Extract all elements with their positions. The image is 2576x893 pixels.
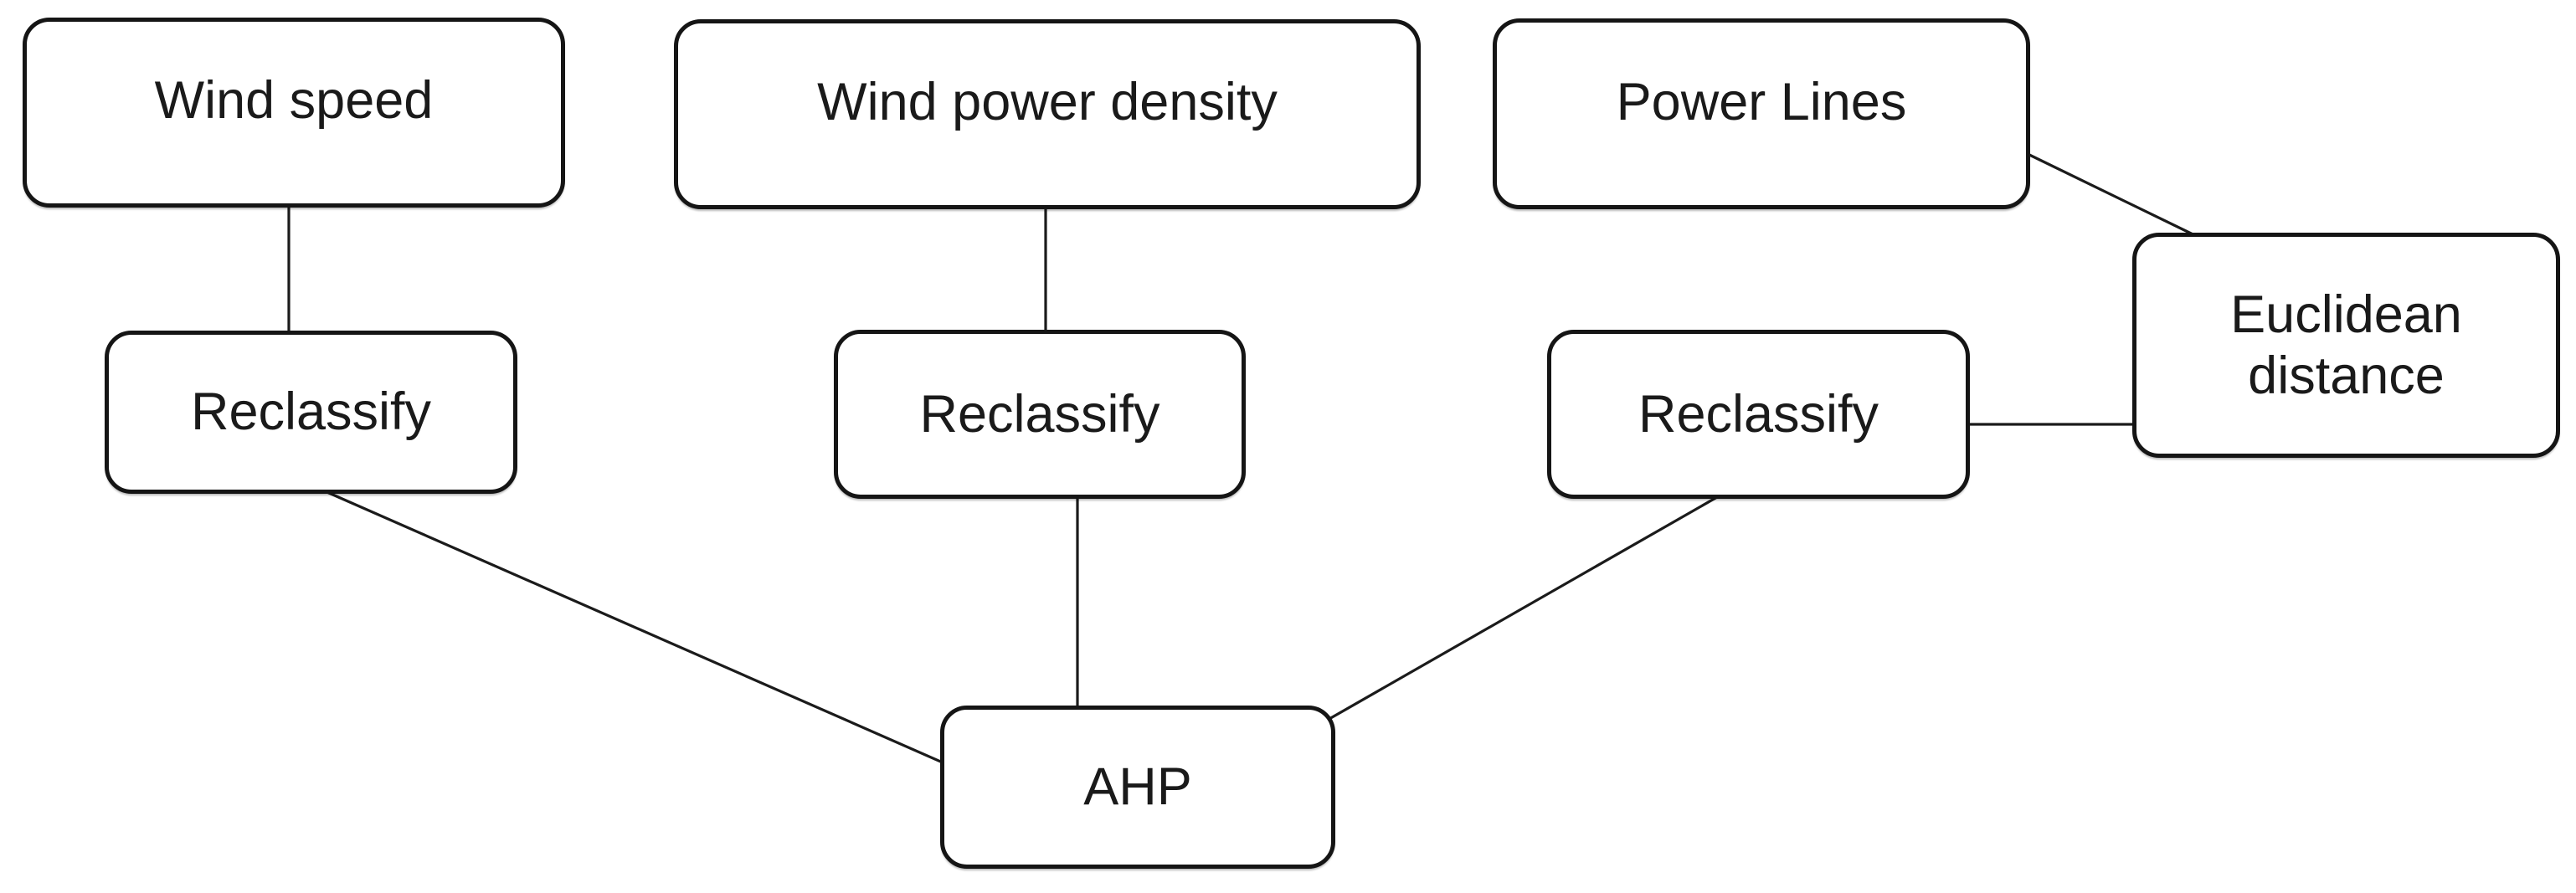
node-reclassify-wind-speed-label: Reclassify — [190, 382, 432, 442]
node-reclassify-power-lines: Reclassify — [1547, 330, 1970, 499]
node-ahp: AHP — [940, 706, 1335, 869]
node-reclassify-wind-speed: Reclassify — [105, 331, 517, 494]
edge-power-lines-to-euclidean-distance — [2025, 151, 2211, 244]
node-reclassify-wind-power-density-label: Reclassify — [919, 384, 1160, 444]
node-ahp-label: AHP — [1083, 757, 1192, 817]
node-power-lines-label: Power Lines — [1616, 72, 1907, 131]
node-wind-power-density-label: Wind power density — [817, 73, 1278, 132]
node-wind-speed: Wind speed — [23, 18, 565, 208]
node-reclassify-wind-power-density: Reclassify — [834, 330, 1246, 499]
node-reclassify-power-lines-label: Reclassify — [1638, 384, 1879, 444]
edge-reclassify-3-to-ahp — [1315, 492, 1724, 728]
node-euclidean-distance: Euclidean distance — [2132, 233, 2560, 458]
node-power-lines: Power Lines — [1493, 18, 2030, 209]
node-wind-power-density: Wind power density — [674, 19, 1421, 209]
node-euclidean-distance-label: Euclidean distance — [2230, 285, 2462, 405]
node-wind-speed-label: Wind speed — [154, 71, 434, 131]
edge-reclassify-1-to-ahp — [322, 489, 972, 777]
